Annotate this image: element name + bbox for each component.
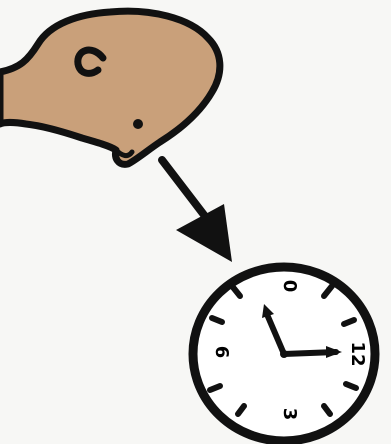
clock-number-top: 0: [279, 280, 300, 293]
clock-number-right: 12: [347, 341, 368, 366]
clock-number-left: 6: [211, 346, 232, 359]
clock-center: [280, 350, 288, 358]
clock-icon: 0 12 3 6: [193, 267, 375, 441]
clock-number-bottom: 3: [279, 408, 300, 421]
eye-icon: [133, 119, 143, 129]
